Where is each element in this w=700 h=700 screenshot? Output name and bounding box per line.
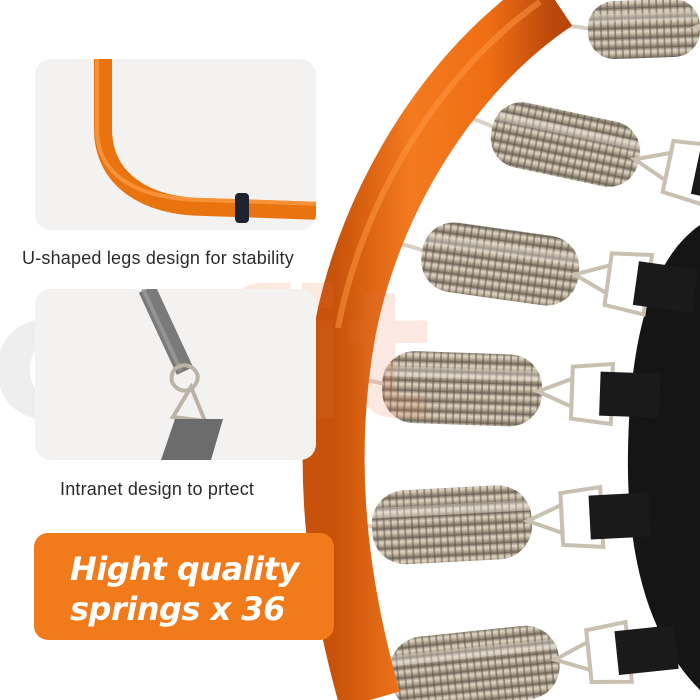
springs-promo-banner: Hight quality springs x 36 bbox=[34, 533, 334, 640]
promo-line-2: springs x 36 bbox=[70, 590, 285, 628]
frame-highlight bbox=[335, 0, 542, 329]
spring bbox=[332, 351, 661, 427]
net-caption: Intranet design to prtect bbox=[60, 479, 255, 499]
spring bbox=[373, 222, 699, 317]
strap-hook-icon bbox=[138, 289, 223, 460]
spring bbox=[322, 484, 651, 565]
springs-group bbox=[322, 0, 700, 700]
spring bbox=[341, 619, 679, 700]
leg-detail-card bbox=[35, 59, 316, 230]
net-detail-card bbox=[35, 289, 316, 460]
orange-frame bbox=[302, 0, 573, 700]
u-shaped-leg-icon bbox=[94, 59, 316, 223]
promo-line-1: Hight quality bbox=[70, 550, 299, 588]
mat bbox=[627, 225, 700, 690]
spring bbox=[443, 102, 700, 207]
leg-caption: U-shaped legs design for stability bbox=[22, 248, 294, 268]
